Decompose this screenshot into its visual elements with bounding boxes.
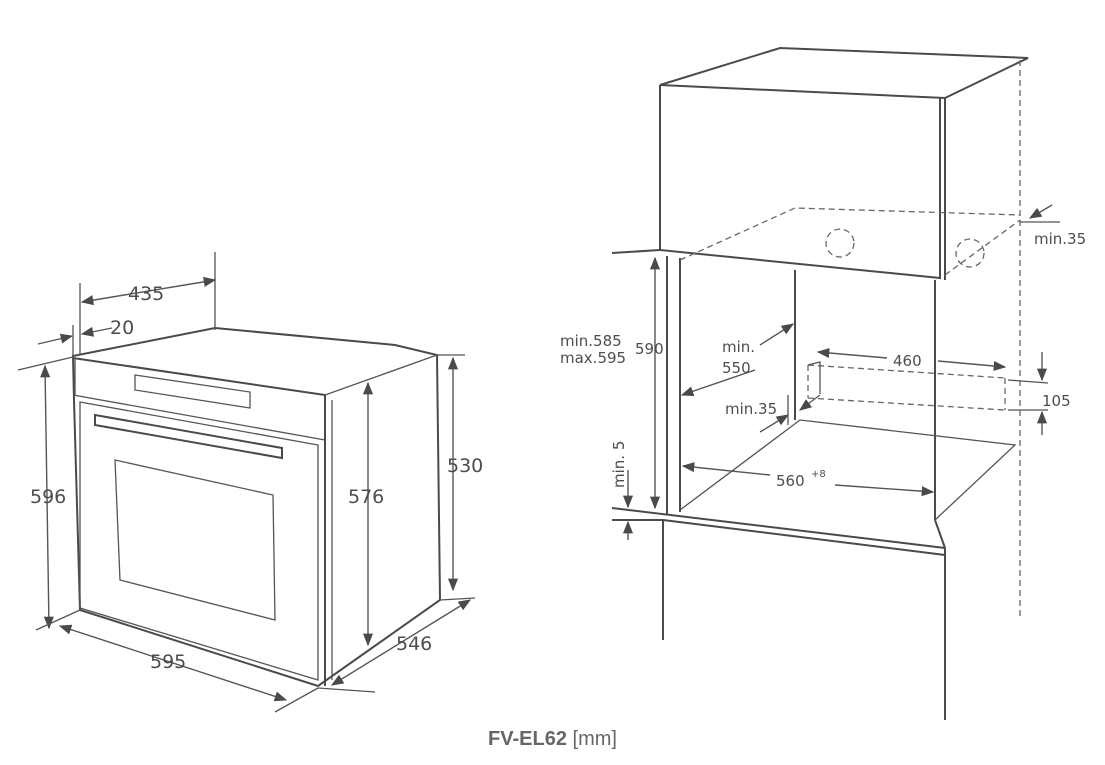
oven-inner-height-label: 576 [348, 486, 384, 508]
oven-side-height-label: 530 [447, 455, 483, 477]
oven-depth-label: 546 [396, 633, 432, 655]
niche-drawing [611, 46, 1029, 720]
oven-door [79, 401, 319, 681]
niche-top-gap-label: min.35 [1034, 230, 1086, 248]
unit-label: [mm] [572, 728, 617, 750]
oven-drawing [71, 326, 442, 688]
oven-panel-offset-label: 20 [110, 317, 134, 339]
niche-height-min-label: min.585 [560, 332, 622, 350]
vent-width-label: 460 [893, 352, 922, 370]
oven-top-depth-label: 435 [128, 283, 164, 305]
oven-height-label: 596 [30, 486, 66, 508]
diagram-caption: FV-EL62 [mm] [0, 728, 1105, 751]
niche-width-label: 560 [776, 472, 805, 490]
niche-dimension-lines [622, 204, 1060, 540]
niche-depth-label-2: 550 [722, 359, 751, 377]
vent-height-label: 105 [1042, 392, 1071, 410]
model-name: FV-EL62 [488, 728, 567, 750]
niche-height-label: 590 [635, 340, 664, 358]
oven-door-handle [94, 413, 283, 460]
niche-bottom-gap-label: min. 5 [610, 441, 628, 488]
niche-depth-label-1: min. [722, 338, 755, 356]
oven-window [114, 459, 276, 621]
oven-width-label: 595 [150, 651, 186, 673]
niche-width-tolerance: +8 [811, 469, 826, 480]
niche-back-gap-label: min.35 [725, 400, 777, 418]
niche-height-max-label: max.595 [560, 349, 626, 367]
oven-dimension-lines [17, 252, 476, 713]
